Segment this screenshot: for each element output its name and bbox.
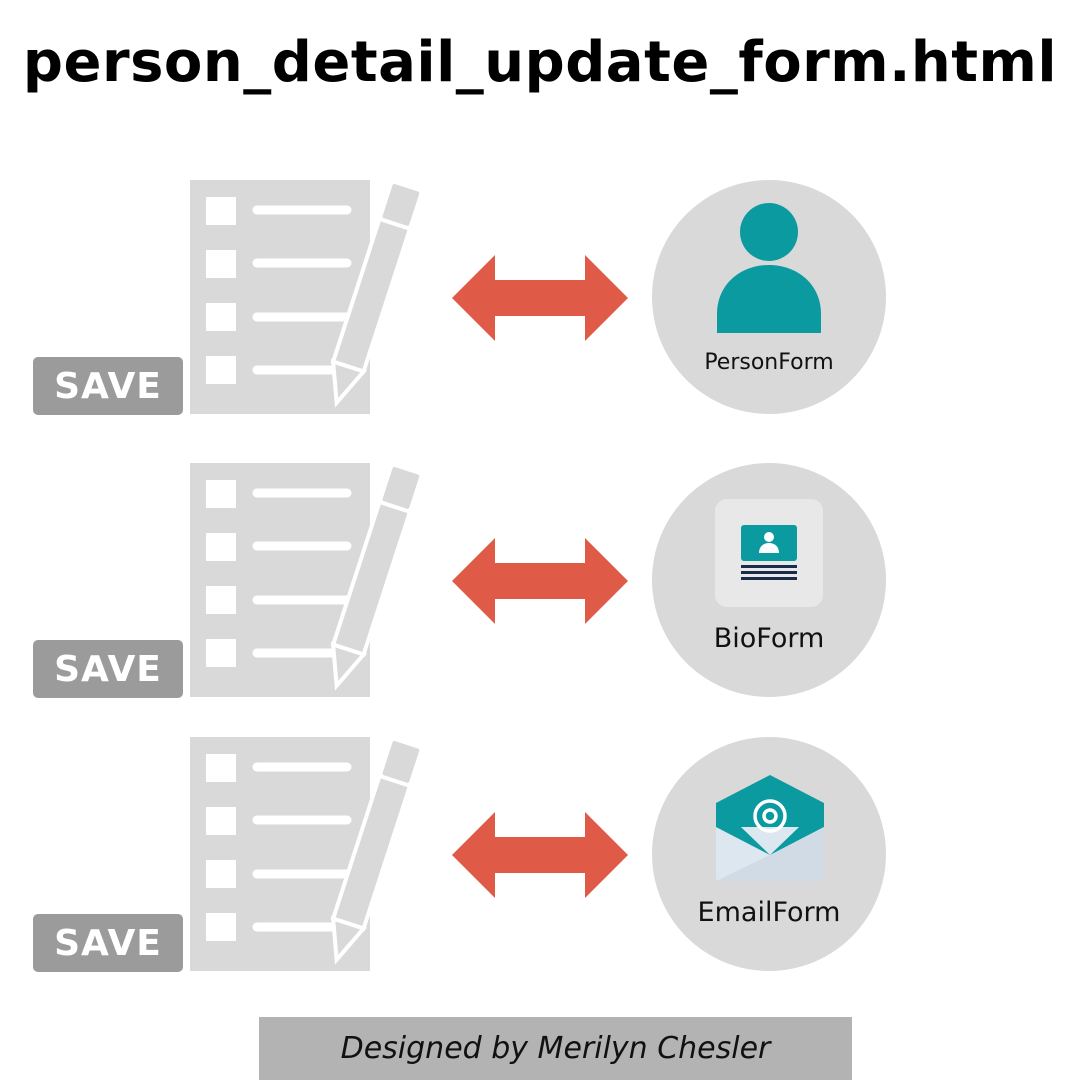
designer-credit: Designed by Merilyn Chesler (259, 1017, 852, 1080)
form-checklist-icon (190, 463, 424, 697)
email-icon (716, 775, 824, 881)
bio-form-label: BioForm (713, 623, 825, 654)
id-card-icon (715, 499, 823, 607)
diagram-row-person: SAVE PersonForm (0, 180, 1080, 420)
page-title: person_detail_update_form.html (22, 30, 1058, 95)
person-icon (717, 203, 821, 333)
form-checklist-icon (190, 180, 424, 414)
bidirectional-arrow-icon (452, 255, 628, 341)
form-checklist-icon (190, 737, 424, 971)
save-button[interactable]: SAVE (33, 914, 183, 972)
diagram-row-bio: SAVE BioForm (0, 463, 1080, 703)
person-form-node: PersonForm (652, 180, 886, 414)
diagram-row-email: SAVE EmailForm (0, 737, 1080, 977)
bidirectional-arrow-icon (452, 812, 628, 898)
email-form-label: EmailForm (697, 897, 841, 928)
save-button[interactable]: SAVE (33, 640, 183, 698)
email-form-node: EmailForm (652, 737, 886, 971)
person-form-label: PersonForm (704, 350, 834, 375)
save-button[interactable]: SAVE (33, 357, 183, 415)
bidirectional-arrow-icon (452, 538, 628, 624)
bio-form-node: BioForm (652, 463, 886, 697)
